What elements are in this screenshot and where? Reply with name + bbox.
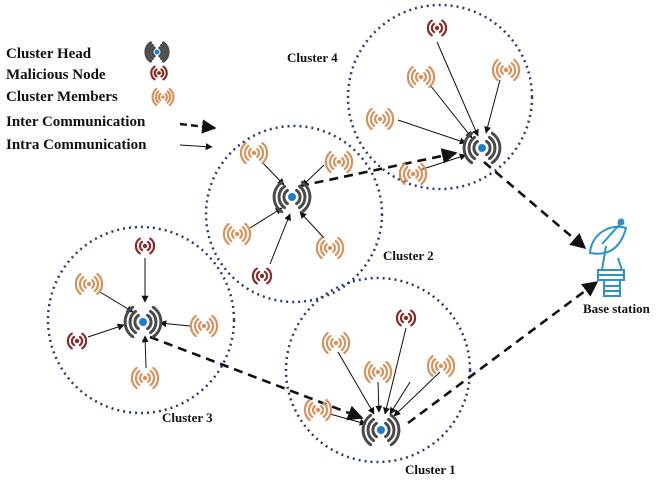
cluster-member-icon: [189, 314, 219, 338]
malicious-node-icon: [134, 237, 156, 255]
cluster-member-icon: [363, 360, 393, 384]
legend-label-cluster-members: Cluster Members: [6, 89, 118, 105]
cluster-member-icon: [315, 236, 345, 260]
cluster-member-icon: [130, 366, 160, 390]
legend-label-intra-communication: Intra Communication: [6, 137, 147, 153]
cluster-member-icon: [74, 272, 104, 296]
cluster-member-icon: [324, 150, 354, 174]
legend-label-cluster-head: Cluster Head: [6, 46, 92, 62]
cluster-member-icon: [151, 87, 175, 107]
intra-links: [87, 41, 501, 426]
cluster-member-icon: [321, 331, 351, 355]
cluster-4-label: Cluster 4: [287, 50, 338, 65]
cluster-head-icon: [123, 305, 163, 339]
legend: Cluster Head Malicious Node Cluster Memb…: [6, 41, 217, 153]
malicious-node-icon: [395, 309, 417, 327]
satellite-dish-icon: [588, 218, 628, 297]
cluster-member-icon: [426, 354, 456, 378]
cluster-3-boundary: [46, 225, 236, 415]
malicious-node-icon: [150, 65, 168, 81]
base-station-label: Base station: [583, 301, 651, 316]
cluster-3-label: Cluster 3: [162, 410, 213, 425]
malicious-node-icon: [251, 267, 273, 285]
dashed-arrow-icon: [179, 119, 217, 134]
cluster-member-icon: [303, 398, 333, 422]
malicious-node-icon: [66, 332, 88, 350]
solid-arrow-icon: [179, 143, 213, 151]
cluster-head-icon: [272, 180, 312, 214]
legend-label-inter-communication: Inter Communication: [6, 114, 146, 130]
cluster-member-icon: [365, 107, 395, 131]
cluster-member-icon: [406, 65, 436, 89]
cluster-member-icon: [222, 222, 252, 246]
malicious-node-icon: [426, 19, 448, 37]
cluster-1-label: Cluster 1: [405, 462, 456, 477]
cluster-head-icon: [361, 413, 401, 447]
cluster-1-boundary: [284, 276, 472, 464]
cluster-member-icon: [398, 162, 428, 186]
cluster-2-label: Cluster 2: [383, 248, 434, 263]
cluster-member-icon: [239, 141, 269, 165]
nodes: [66, 19, 521, 447]
cluster-head-icon: [462, 131, 502, 165]
legend-label-malicious-node: Malicious Node: [6, 67, 106, 83]
cluster-head-icon: [144, 41, 170, 63]
cluster-member-icon: [491, 58, 521, 82]
cluster-4-boundary: [346, 3, 534, 191]
cluster-boundaries: [46, 3, 534, 464]
cluster-2-boundary: [204, 124, 384, 304]
inter-links: [149, 148, 599, 425]
